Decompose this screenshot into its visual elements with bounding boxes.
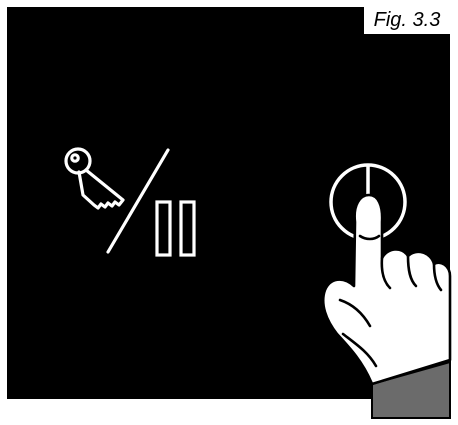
slash-divider — [106, 148, 170, 254]
pause-icon — [155, 200, 196, 257]
pointing-hand-icon — [321, 193, 452, 386]
figure-label: Fig. 3.3 — [363, 7, 450, 35]
panel-overlay: Fig. 3.3 — [7, 7, 450, 399]
key-icon — [64, 147, 125, 210]
